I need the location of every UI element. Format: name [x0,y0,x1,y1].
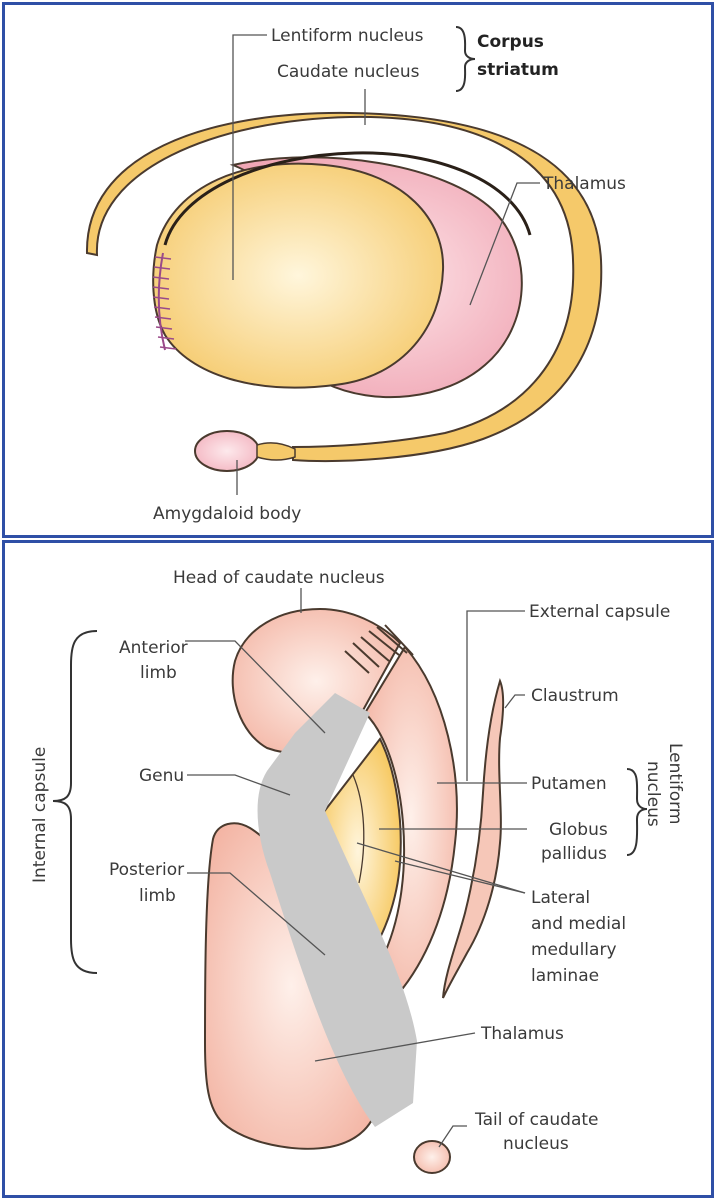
striations [344,624,414,674]
label-lentiform-2: nucleus [643,761,663,827]
label-posterior-limb: limb [139,886,176,906]
label-external-capsule: External capsule [529,602,670,622]
label-pallidus: pallidus [541,844,607,864]
label-thalamus-top: Thalamus [542,174,626,194]
label-thalamus-bottom: Thalamus [480,1024,564,1044]
label-corpus: Corpus [477,32,544,52]
label-internal-capsule: Internal capsule [30,747,50,883]
label-striatum: striatum [477,60,559,80]
label-head-of-caudate: Head of caudate nucleus [173,568,385,588]
label-caudate-nucleus: Caudate nucleus [277,62,420,82]
caudate-inner-curve [163,151,532,246]
internal-capsule-panel: Head of caudate nucleus Anterior limb Ge… [2,540,714,1198]
amygdaloid-body-shape [194,430,260,472]
lentiform-brace [626,768,648,856]
label-claustrum: Claustrum [531,686,619,706]
internal-capsule-diagram: Head of caudate nucleus Anterior limb Ge… [30,568,685,1174]
label-genu: Genu [139,766,184,786]
medial-medullary-lamina [352,774,365,884]
lentiform-nucleus-shape [152,162,445,389]
label-globus: Globus [549,820,608,840]
label-lentiform-1: Lentiform [665,743,685,824]
suture-line [157,252,166,351]
amygdala-tail-connection [256,442,296,461]
label-posterior: Posterior [109,860,184,880]
label-anterior: Anterior [119,638,188,658]
label-tail-nucleus: nucleus [503,1134,569,1154]
corpus-striatum-panel: Lentiform nucleus Caudate nucleus Corpus… [2,2,714,538]
internal-capsule-shape [257,693,417,1127]
internal-capsule-bracket [52,630,98,974]
tail-of-caudate-shape [413,1140,451,1174]
label-tail-of-caudate: Tail of caudate [474,1110,599,1130]
label-medullary: medullary [531,940,617,960]
label-and-medial: and medial [531,914,626,934]
label-lateral: Lateral [531,888,590,908]
corpus-striatum-diagram: Lentiform nucleus Caudate nucleus Corpus… [85,26,626,524]
label-lentiform-nucleus: Lentiform nucleus [271,26,424,46]
caudate-nucleus-shape [85,111,603,462]
corpus-striatum-brace [455,26,476,92]
label-laminae: laminae [531,966,599,986]
label-putamen: Putamen [531,774,607,794]
label-amygdaloid-body: Amygdaloid body [153,504,301,524]
label-anterior-limb: limb [140,663,177,683]
suture-stitches [152,256,177,350]
claustrum-shape [442,678,504,999]
